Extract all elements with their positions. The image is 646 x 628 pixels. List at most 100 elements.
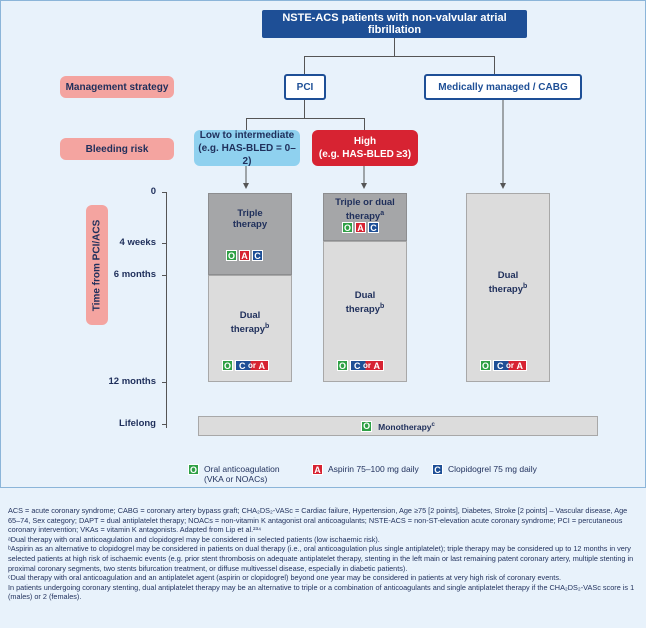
col3-dual-line2: therapyb (489, 281, 528, 295)
oral-anticoagulation-badge: O (361, 420, 373, 432)
bleeding-risk-label: Bleeding risk (60, 138, 174, 160)
oral-anticoagulation-badge: O (342, 222, 353, 233)
a-letter: A (373, 360, 381, 371)
oral-anticoagulation-badge: O (222, 360, 233, 371)
or-text: or (506, 361, 515, 370)
monotherapy-text: Monotherapy (378, 421, 432, 432)
col2-triple-block: Triple or dual therapya (323, 193, 407, 241)
pci-box: PCI (284, 74, 326, 100)
col2-triple-sup: a (380, 210, 385, 217)
col2-triple-drugs: O A C (342, 222, 379, 233)
time-axis (166, 192, 167, 428)
col2-triple-text: therapy (345, 211, 381, 223)
footnotes: ACS = acute coronary syndrome; CABG = co… (8, 506, 638, 602)
col3-dual-block: Dual therapyb (466, 193, 550, 382)
low-risk-line1: Low to intermediate (199, 129, 295, 141)
col2-triple-line1: Triple or dual (335, 197, 395, 208)
c-letter: C (239, 360, 246, 371)
oral-anticoagulation-badge: O (188, 464, 199, 475)
footnote-b: ᵇAspirin as an alternative to clopidogre… (8, 544, 634, 573)
connector (304, 56, 494, 57)
low-risk-line2: (e.g. HAS-BLED = 0–2) (198, 142, 296, 167)
tick-4w (162, 243, 167, 244)
connector (364, 118, 365, 130)
col1-dual-line1: Dual (239, 310, 261, 321)
title-text: NSTE-ACS patients with non-valvular atri… (282, 12, 507, 36)
monotherapy-label: Monotherapyc (378, 420, 435, 433)
legend-oac-line2: (VKA or NOACs) (204, 474, 268, 484)
tick-12m (162, 382, 167, 383)
tick-label-12-months: 12 months (108, 376, 156, 387)
col3-dual-sup: b (523, 283, 528, 290)
footnote-abbreviations: ACS = acute coronary syndrome; CABG = co… (8, 506, 628, 535)
tick-label-0: 0 (150, 186, 156, 197)
col1-triple-block: Triple therapy (208, 193, 292, 275)
col1-dual-text: therapy (230, 324, 266, 336)
col1-triple-line1: Triple (237, 208, 263, 219)
c-letter: C (497, 360, 504, 371)
connector (304, 56, 305, 74)
legend-clopidogrel-text: Clopidogrel 75 mg daily (448, 464, 537, 474)
tick-label-6-months: 6 months (113, 269, 156, 280)
aspirin-badge: A (239, 250, 250, 261)
connector (246, 118, 247, 130)
arrows-layer (243, 100, 506, 189)
clopidogrel-or-aspirin-badge: C or A (235, 360, 270, 371)
col2-dual-text: therapy (345, 304, 381, 316)
y-axis-text: Time from PCI/ACS (91, 219, 103, 311)
clopidogrel-or-aspirin-badge: C or A (493, 360, 528, 371)
or-text: or (248, 361, 257, 370)
col1-dual-block: Dual therapyb (208, 275, 292, 382)
tick-label-4-weeks: 4 weeks (119, 237, 156, 248)
legend-aspirin-text: Aspirin 75–100 mg daily (328, 464, 419, 474)
tick-lifelong (162, 424, 167, 425)
medical-box: Medically managed / CABG (424, 74, 582, 100)
clopidogrel-badge: C (432, 464, 443, 475)
footnote-a: ᵃDual therapy with oral anticoagulation … (8, 534, 380, 544)
col2-dual-line2: therapyb (346, 301, 385, 315)
connector (394, 38, 395, 56)
col2-dual-drugs: O C or A (337, 360, 385, 371)
oral-anticoagulation-badge: O (337, 360, 348, 371)
c-letter: C (354, 360, 361, 371)
high-risk-line2: (e.g. HAS-BLED ≥3) (318, 149, 412, 160)
connector (494, 56, 495, 74)
footnote-stenting: In patients undergoing coronary stenting… (8, 582, 635, 602)
col3-dual-line1: Dual (497, 270, 519, 281)
col1-triple-drugs: O A C (226, 250, 263, 261)
col2-triple-line2: therapya (346, 208, 384, 222)
footnote-c: ᶜDual therapy with oral anticoagulation … (8, 573, 562, 583)
aspirin-badge: A (312, 464, 323, 475)
aspirin-badge: A (355, 222, 366, 233)
tick-0 (162, 192, 167, 193)
y-axis-label: Time from PCI/ACS (86, 205, 108, 325)
a-letter: A (516, 360, 524, 371)
a-letter: A (258, 360, 266, 371)
management-strategy-text: Management strategy (65, 81, 169, 93)
col1-dual-line2: therapyb (231, 321, 270, 335)
col1-dual-drugs: O C or A (222, 360, 270, 371)
high-risk-line1: High (353, 136, 377, 147)
high-risk-box: High (e.g. HAS-BLED ≥3) (312, 130, 418, 166)
legend-clopidogrel: C Clopidogrel 75 mg daily (432, 464, 537, 475)
col3-dual-drugs: O C or A (480, 360, 528, 371)
connector (246, 118, 364, 119)
legend-oral-anticoagulation: O Oral anticoagulation (VKA or NOACs) (188, 464, 280, 484)
clopidogrel-or-aspirin-badge: C or A (350, 360, 385, 371)
col1-dual-sup: b (265, 323, 270, 330)
col2-dual-line1: Dual (354, 290, 376, 301)
management-strategy-label: Management strategy (60, 76, 174, 98)
diagram-title: NSTE-ACS patients with non-valvular atri… (262, 10, 527, 38)
col1-triple-line2: therapy (232, 219, 268, 230)
pci-text: PCI (296, 81, 314, 93)
col3-dual-text: therapy (488, 284, 524, 296)
tick-label-lifelong: Lifelong (119, 418, 156, 429)
or-text: or (363, 361, 372, 370)
medical-text: Medically managed / CABG (438, 81, 568, 93)
bleeding-risk-text: Bleeding risk (85, 143, 149, 155)
legend-oac-line1: Oral anticoagulation (204, 464, 280, 474)
legend-aspirin: A Aspirin 75–100 mg daily (312, 464, 419, 475)
oral-anticoagulation-badge: O (480, 360, 491, 371)
legend-oac-text: Oral anticoagulation (VKA or NOACs) (204, 464, 280, 484)
monotherapy-sup: c (431, 421, 435, 428)
